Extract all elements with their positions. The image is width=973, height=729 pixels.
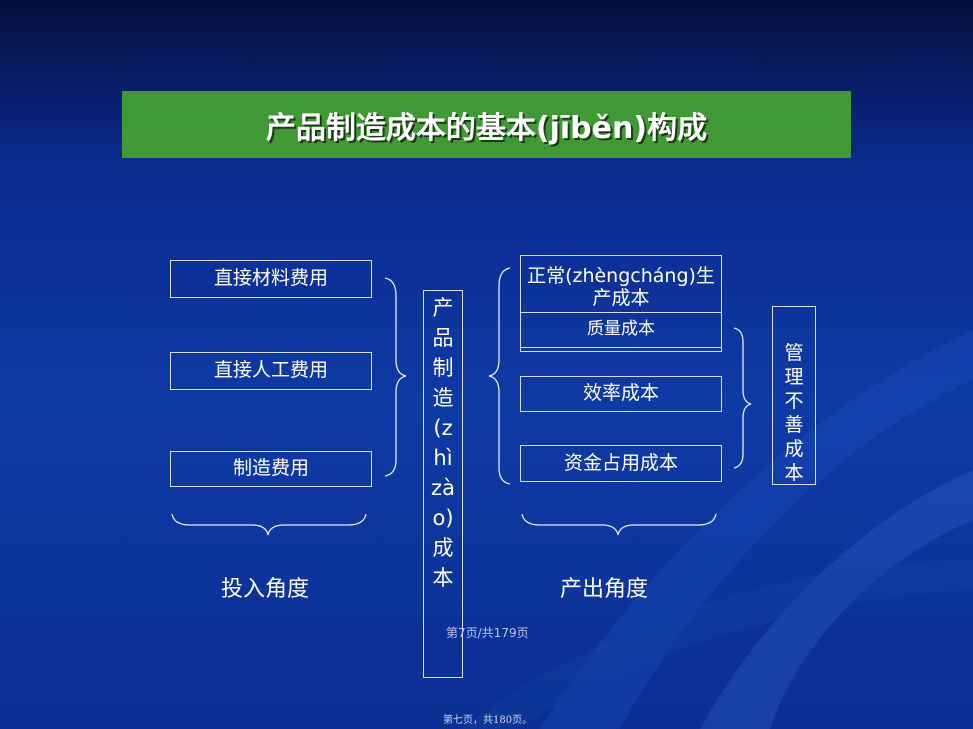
management-cost-box: 管理不善成本 (772, 306, 816, 485)
brace-left-icon (488, 267, 511, 485)
slide-title: 产品制造成本的基本(jīběn)构成 (265, 110, 708, 146)
output-perspective-label: 产出角度 (560, 577, 649, 602)
slide-footer: 第七页，共180页。 (443, 715, 533, 726)
input-item-label: 直接材料费用 (213, 267, 328, 290)
input-item-label: 直接人工费用 (213, 359, 328, 382)
output-item-normal-cost: 正常(zhèngcháng)生产成本 (520, 255, 722, 352)
output-item-capital-cost: 资金占用成本 (520, 445, 722, 482)
input-item-direct-materials: 直接材料费用 (170, 260, 372, 298)
title-bar: 产品制造成本的基本(jīběn)构成 (122, 91, 851, 158)
input-item-manufacturing-overhead: 制造费用 (170, 451, 372, 487)
input-item-label: 制造费用 (232, 457, 309, 480)
output-item-quality-cost: 质量成本 (520, 312, 722, 348)
output-item-label: 资金占用成本 (563, 451, 678, 474)
input-item-direct-labor: 直接人工费用 (170, 352, 372, 390)
product-cost-box: 产品制造(zhìzào)成本 (423, 290, 463, 678)
output-item-label: 正常(zhèngcháng)生产成本 (527, 265, 715, 309)
output-item-efficiency-cost: 效率成本 (520, 376, 722, 412)
management-cost-label: 管理不善成本 (784, 342, 804, 484)
output-item-label: 质量成本 (587, 319, 655, 340)
page-overlay-text: 第7页/共179页 (446, 626, 529, 640)
output-item-label: 效率成本 (582, 382, 659, 405)
input-perspective-label: 投入角度 (221, 577, 310, 602)
brace-right-icon (384, 277, 407, 477)
brace-down-icon (521, 513, 717, 536)
brace-down-icon (171, 513, 367, 536)
product-cost-label: 产品制造(zhìzào)成本 (431, 296, 455, 590)
brace-right-icon (733, 327, 752, 469)
